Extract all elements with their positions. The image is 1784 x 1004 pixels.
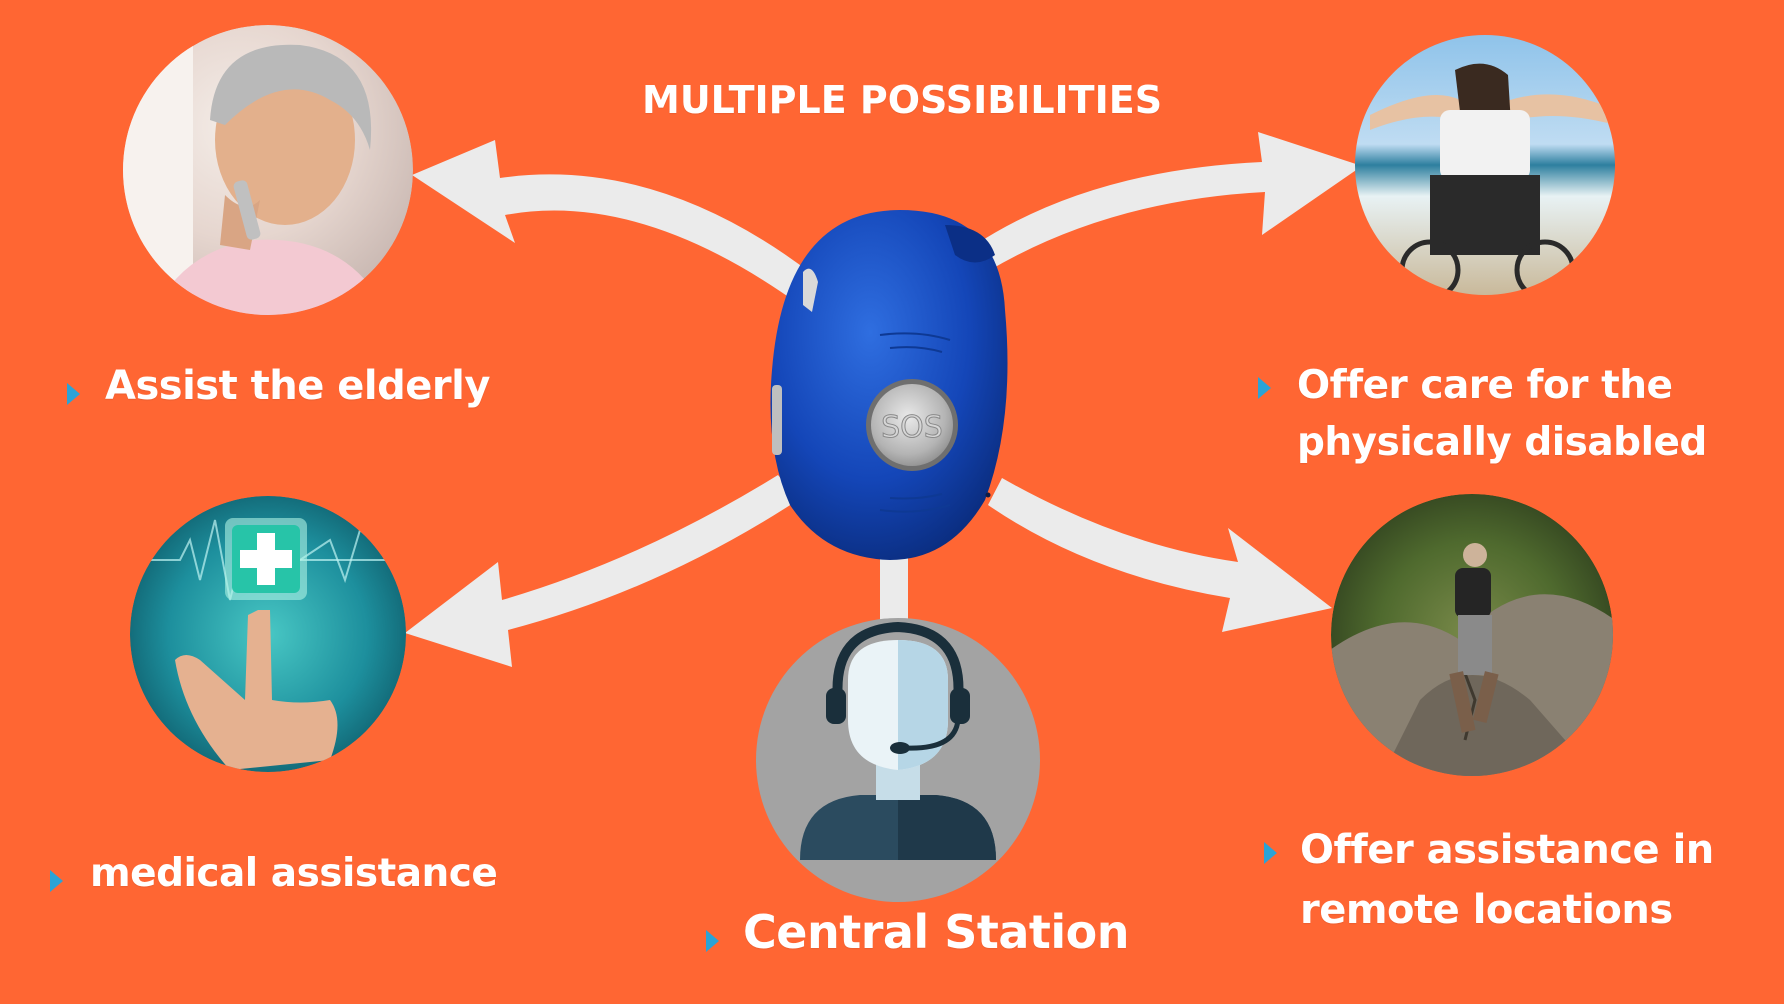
arrow-to-remote — [988, 478, 1332, 632]
remote-photo — [1331, 494, 1613, 776]
triangle-bullet-icon — [67, 383, 80, 405]
label-remote-line-1: Offer assistance in — [1300, 827, 1714, 873]
triangle-bullet-icon — [50, 870, 63, 892]
medical-photo — [130, 496, 406, 772]
triangle-bullet-icon — [1258, 377, 1271, 399]
label-disabled-care: Offer care for the physically disabled — [1297, 357, 1707, 471]
central-station-graphic — [756, 618, 1040, 902]
sos-device: SOS — [770, 210, 1008, 560]
label-central-station: Central Station — [743, 905, 1129, 959]
label-disabled-line-1: Offer care for the — [1297, 363, 1673, 408]
label-assist-elderly: Assist the elderly — [105, 363, 490, 409]
triangle-bullet-icon — [706, 930, 719, 952]
arrow-to-disabled — [975, 132, 1362, 270]
sos-button-label: SOS — [881, 410, 943, 445]
label-medical-assistance: medical assistance — [90, 851, 498, 896]
disabled-photo — [1355, 35, 1615, 295]
arrow-to-medical — [405, 475, 798, 667]
triangle-bullet-icon — [1264, 842, 1277, 864]
operator-headset-icon — [800, 621, 996, 860]
arrow-to-elderly — [412, 140, 820, 305]
label-disabled-line-2: physically disabled — [1297, 420, 1707, 465]
page-title: MULTIPLE POSSIBILITIES — [642, 78, 1163, 122]
arrows — [405, 132, 1362, 667]
sos-button — [871, 384, 953, 466]
label-remote-assistance: Offer assistance in remote locations — [1300, 820, 1714, 940]
label-remote-line-2: remote locations — [1300, 887, 1673, 933]
